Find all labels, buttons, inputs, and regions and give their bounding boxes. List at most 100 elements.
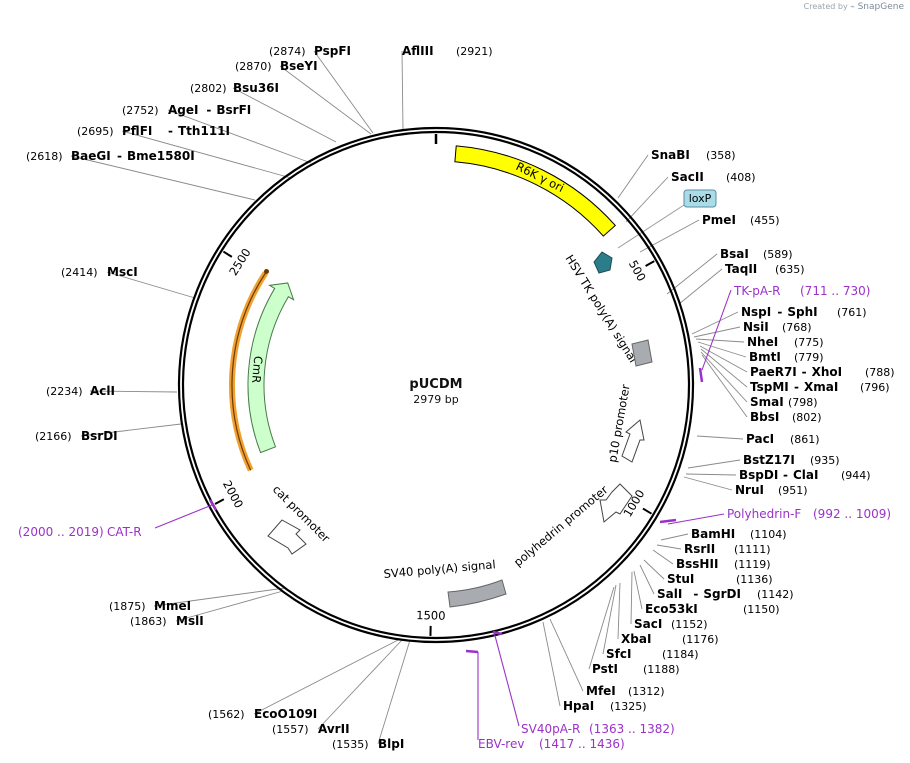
site-hpai[interactable]: HpaI(1325)	[563, 699, 647, 713]
primer-name: Polyhedrin-F	[727, 507, 801, 521]
site-leader-taqii	[678, 268, 723, 305]
p10-promoter-arrow[interactable]	[621, 419, 645, 463]
site-pos: (1875)	[109, 600, 146, 613]
site-nrui[interactable]: NruI(951)	[735, 483, 808, 497]
site-bsu36i[interactable]: (2802)Bsu36I	[190, 81, 279, 95]
site-bsai[interactable]: BsaI(589)	[720, 247, 793, 261]
feature-cmr[interactable]	[247, 282, 295, 454]
hsv-tk-pentagon-icon[interactable]	[593, 251, 613, 274]
site-bspdi[interactable]: BspDI-ClaI(944)	[739, 468, 871, 482]
site-bsrdi[interactable]: (2166)BsrDI	[35, 429, 118, 443]
site-name: AvrII	[318, 722, 350, 736]
primer-ebv-rev[interactable]: EBV-rev(1417 .. 1436)	[465, 649, 625, 751]
site-msli[interactable]: (1863)MslI	[130, 614, 204, 628]
site-name-separator: -	[693, 587, 698, 601]
site-tspmi[interactable]: TspMI-XmaI(796)	[750, 380, 890, 394]
site-name: TaqII	[725, 262, 757, 276]
backbone-inner-ring	[181, 130, 691, 640]
site-sali[interactable]: SalI-SgrDI(1142)	[657, 587, 794, 601]
site-msci[interactable]: (2414)MscI	[61, 265, 138, 279]
site-acli[interactable]: (2234)AclI	[46, 384, 115, 398]
site-nhei[interactable]: NheI(775)	[747, 335, 824, 349]
site-smai[interactable]: SmaI(798)	[750, 395, 818, 409]
site-name: BbsI	[750, 410, 779, 424]
site-leader-mmei	[153, 587, 286, 607]
site-pspfi[interactable]: (2874)PspFI	[269, 44, 351, 58]
site-rsrii[interactable]: RsrII(1111)	[684, 542, 771, 556]
site-taqii[interactable]: TaqII (635)	[725, 262, 805, 276]
site-name-separator: -	[777, 305, 782, 319]
site-pos: (1176)	[682, 633, 719, 646]
primer-range: (1363 .. 1382)	[589, 722, 675, 736]
site-name2: Tth111I	[178, 124, 230, 138]
site-nspi[interactable]: NspI-SphI(761)	[741, 305, 867, 319]
site-eco53ki[interactable]: Eco53kI (1150)	[645, 602, 780, 616]
feature-sv40-polya-signal[interactable]	[447, 579, 507, 608]
site-sfci[interactable]: SfcI(1184)	[606, 647, 699, 661]
site-nsii[interactable]: NsiI(768)	[743, 320, 812, 334]
site-pos: (761)	[837, 306, 867, 319]
site-ecoo109i[interactable]: (1562)EcoO109I	[208, 707, 317, 721]
site-leader-agei	[167, 109, 312, 164]
feature-r6k-ori[interactable]	[454, 145, 617, 237]
site-pflfi[interactable]: (2695)PflFI-Tth111I	[77, 124, 230, 138]
site-pmei[interactable]: PmeI(455)	[702, 213, 780, 227]
site-bmti[interactable]: BmtI(779)	[749, 350, 824, 364]
site-leader-paci	[696, 435, 744, 440]
site-name: MmeI	[154, 599, 191, 613]
site-pos: (2752)	[122, 104, 159, 117]
site-snabi[interactable]: SnaBI(358)	[651, 148, 736, 162]
polyhedrin-promoter-arrow[interactable]	[599, 483, 633, 523]
site-pos: (635)	[775, 263, 805, 276]
site-leader-msli	[175, 590, 284, 622]
primer-range: (2000 .. 2019)	[18, 525, 104, 539]
site-afliii[interactable]: AflIII(2921)	[402, 44, 493, 58]
site-leader-pflfi	[121, 130, 292, 179]
site-pos: (1863)	[130, 615, 167, 628]
site-leader-smai	[700, 351, 748, 403]
cat-promoter-arrow[interactable]	[267, 519, 307, 555]
site-name: Eco53kI	[645, 602, 698, 616]
site-pos: (1184)	[662, 648, 699, 661]
scale-tick	[222, 250, 233, 258]
site-name: NruI	[735, 483, 764, 497]
primer-polyhedrin-f[interactable]: Polyhedrin-F(992 .. 1009)	[659, 507, 891, 525]
site-pos: (1150)	[743, 603, 780, 616]
primer-sv40pa-r[interactable]: SV40pA-R(1363 .. 1382)	[492, 630, 675, 736]
site-stui[interactable]: StuI(1136)	[667, 572, 773, 586]
site-psti[interactable]: PstI(1188)	[592, 662, 680, 676]
site-saci[interactable]: SacI(1152)	[634, 617, 708, 631]
site-bstz17i[interactable]: BstZ17I(935)	[743, 453, 840, 467]
site-bseyi[interactable]: (2870)BseYI	[235, 59, 318, 73]
site-leader-nrui	[683, 476, 733, 491]
p10-gray-box[interactable]	[631, 339, 653, 367]
site-mmei[interactable]: (1875) MmeI	[109, 599, 191, 613]
site-bbsi[interactable]: BbsI(802)	[750, 410, 822, 424]
site-name-separator: -	[206, 103, 211, 117]
site-baegi[interactable]: (2618)BaeGI-Bme1580I	[26, 149, 195, 163]
site-avrii[interactable]: (1557)AvrII	[272, 722, 350, 736]
site-pos: (2870)	[235, 60, 272, 73]
site-mfei[interactable]: MfeI(1312)	[586, 684, 665, 698]
site-leader-saci	[630, 571, 633, 625]
site-paer7i[interactable]: PaeR7I-XhoI(788)	[750, 365, 895, 379]
site-xbai[interactable]: XbaI(1176)	[621, 632, 719, 646]
primer-leader	[667, 513, 725, 525]
feature-loxp[interactable]	[683, 189, 717, 208]
primer-tk-pa-r[interactable]: TK-pA-R(711 .. 730)	[698, 284, 870, 383]
site-pos: (788)	[865, 366, 895, 379]
site-bsshii[interactable]: BssHII(1119)	[676, 557, 771, 571]
site-name2: XmaI	[804, 380, 838, 394]
site-paci[interactable]: PacI(861)	[746, 432, 820, 446]
site-name: Bsu36I	[233, 81, 279, 95]
feature-label-loxp: loxP	[689, 192, 712, 205]
site-blpi[interactable]: (1535)BlpI	[332, 737, 404, 751]
primer-cat-r[interactable]: CAT-R(2000 .. 2019)	[18, 499, 218, 539]
primer-mark	[465, 649, 479, 654]
site-sacii[interactable]: SacII(408)	[671, 170, 756, 184]
site-leader-bmti	[697, 341, 747, 358]
site-bamhi[interactable]: BamHI(1104)	[691, 527, 787, 541]
site-leader-baegi	[70, 155, 256, 201]
site-name: BstZ17I	[743, 453, 795, 467]
site-agei[interactable]: (2752)AgeI-BsrFI	[122, 103, 251, 117]
